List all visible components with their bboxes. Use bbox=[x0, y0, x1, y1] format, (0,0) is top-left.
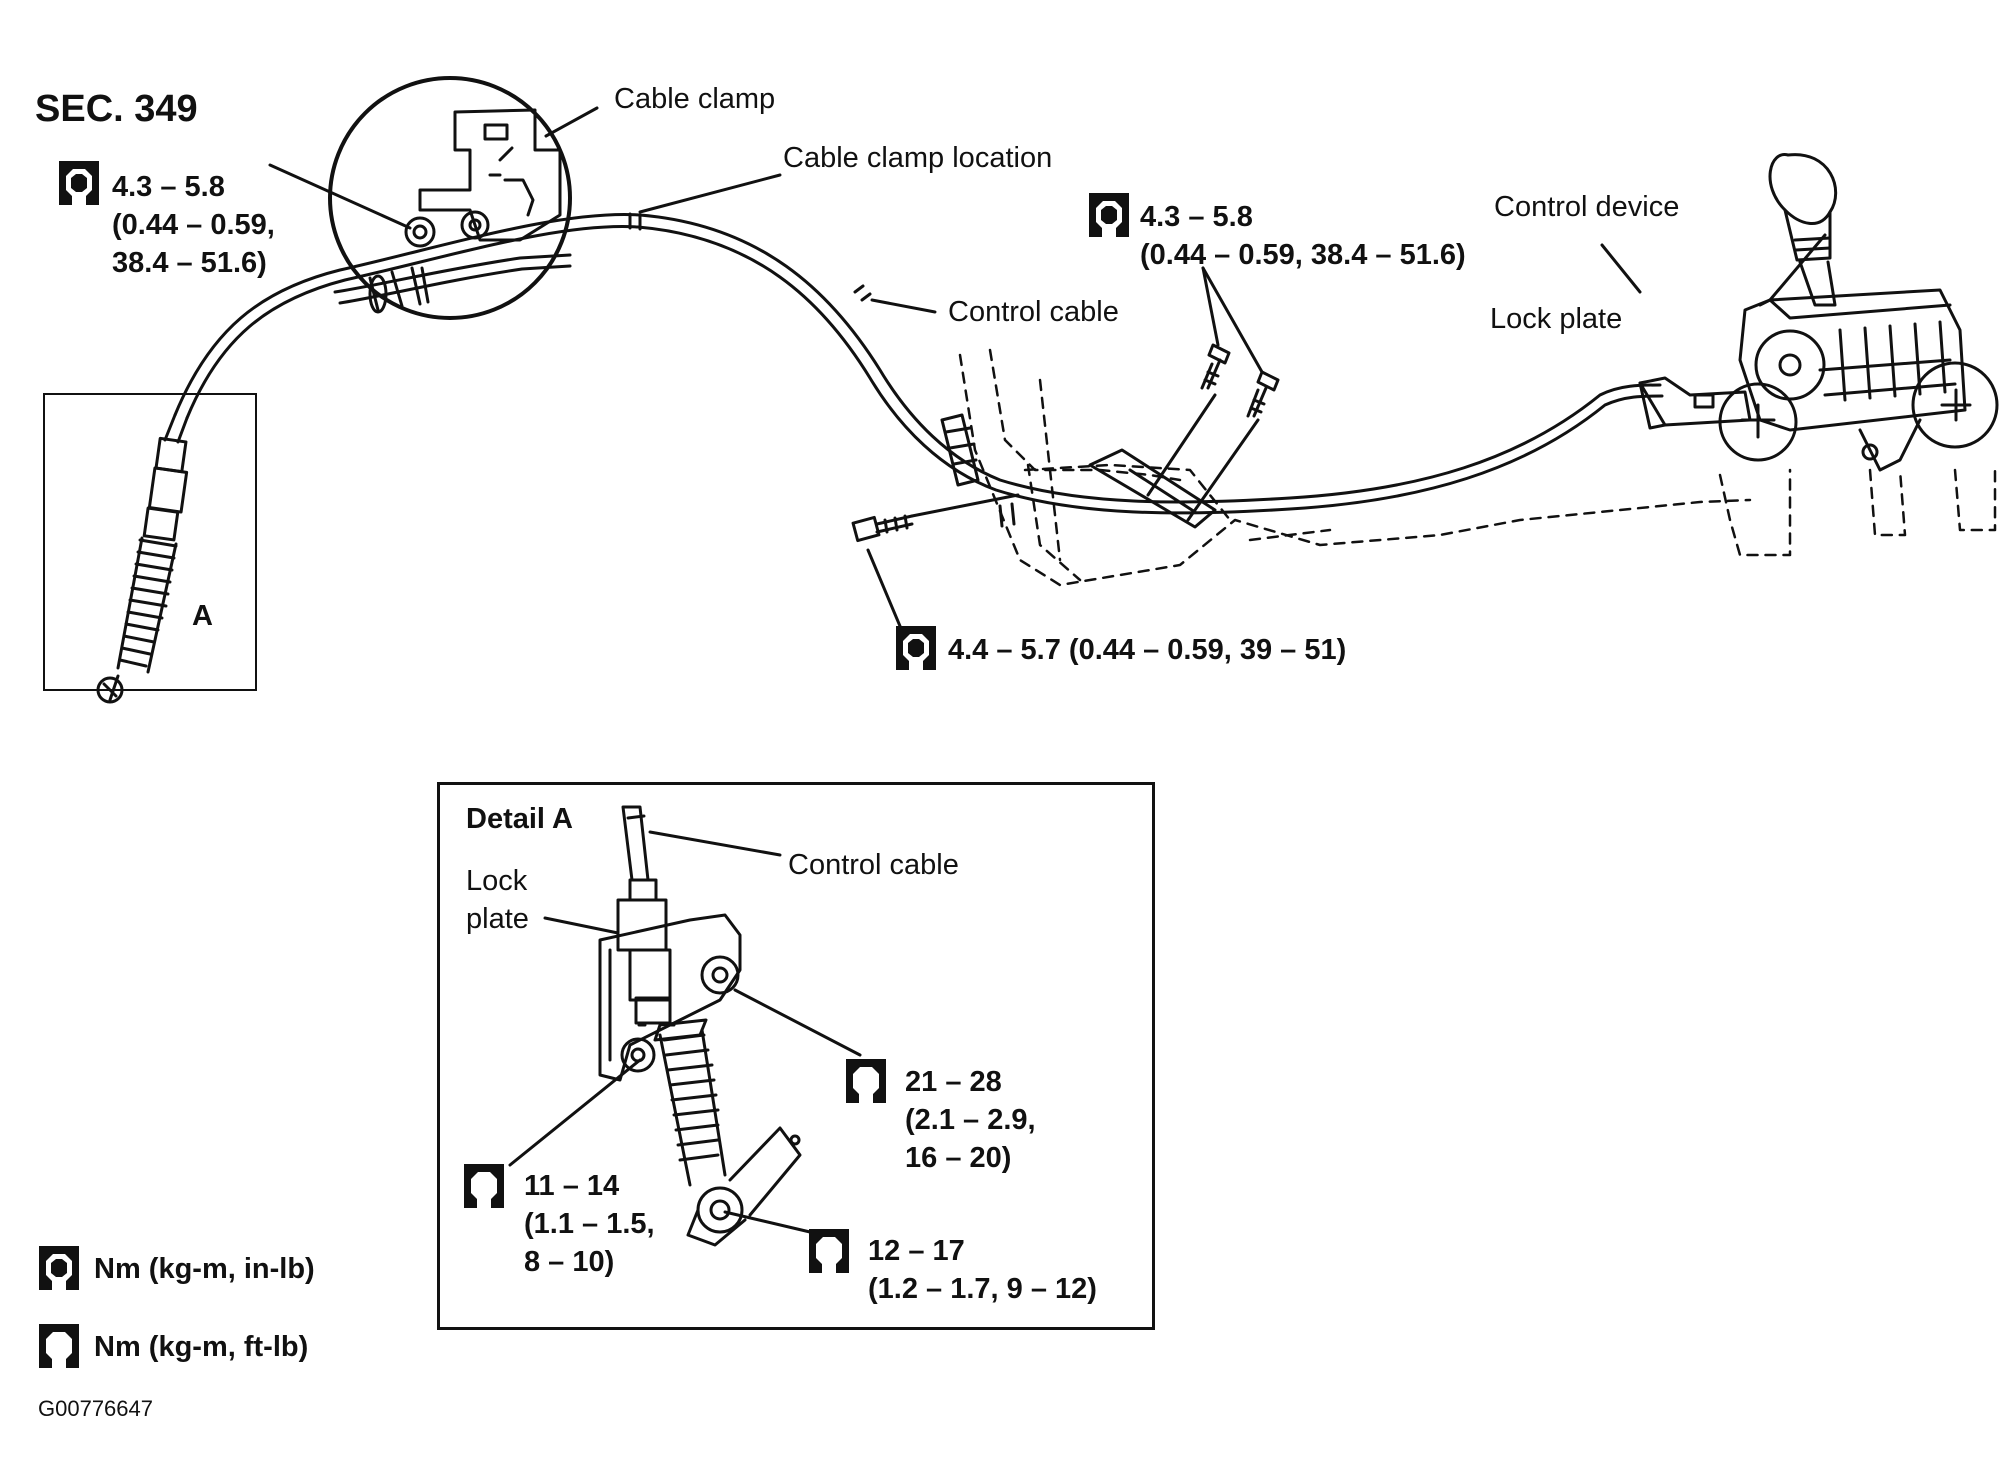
control-device bbox=[1638, 153, 1999, 472]
torque-line: (1.1 – 1.5, bbox=[524, 1208, 655, 1240]
detail-a-control-cable-label: Control cable bbox=[788, 849, 959, 881]
torque-spec-detail-bottom-bolt: 12 – 17 (1.2 – 1.7, 9 – 12) bbox=[868, 1232, 1097, 1308]
torque-spec-lower-bolt: 4.4 – 5.7 (0.44 – 0.59, 39 – 51) bbox=[948, 634, 1347, 666]
torque-line: (2.1 – 2.9, bbox=[905, 1104, 1036, 1136]
torque-wrench-solid-icon bbox=[1088, 192, 1130, 238]
torque-line: (1.2 – 1.7, 9 – 12) bbox=[868, 1273, 1097, 1305]
torque-wrench-solid-icon bbox=[38, 1245, 80, 1291]
view-a-label: A bbox=[192, 600, 213, 632]
cable-clamp-label: Cable clamp bbox=[614, 83, 776, 115]
torque-wrench-open-icon bbox=[38, 1323, 80, 1369]
torque-line: 4.3 – 5.8 bbox=[112, 171, 225, 203]
cable-clamp-location-label: Cable clamp location bbox=[783, 142, 1053, 174]
torque-spec-detail-right-bolt: 21 – 28 (2.1 – 2.9, 16 – 20) bbox=[905, 1063, 1036, 1177]
torque-spec-bracket-bolts: 4.3 – 5.8 (0.44 – 0.59, 38.4 – 51.6) bbox=[1140, 198, 1466, 274]
torque-spec-detail-left-bolt: 11 – 14 (1.1 – 1.5, 8 – 10) bbox=[524, 1167, 655, 1281]
control-device-label: Control device bbox=[1494, 191, 1680, 223]
bolt-upper-left bbox=[1200, 343, 1231, 390]
torque-spec-clamp-bolt: 4.3 – 5.8 (0.44 – 0.59, 38.4 – 51.6) bbox=[112, 168, 275, 282]
view-a-frame bbox=[43, 393, 257, 691]
torque-line: 8 – 10) bbox=[524, 1246, 615, 1278]
lock-plate-line: plate bbox=[466, 903, 529, 935]
torque-wrench-solid-icon bbox=[895, 625, 937, 671]
control-cable-line bbox=[173, 212, 1664, 515]
detail-a-lock-plate-label: Lock plate bbox=[466, 862, 529, 938]
torque-line: 11 – 14 bbox=[524, 1170, 620, 1202]
control-cable-label: Control cable bbox=[948, 296, 1119, 328]
legend-open-label: Nm (kg-m, ft-lb) bbox=[94, 1331, 309, 1363]
figure-code: G00776647 bbox=[38, 1396, 153, 1421]
lock-plate-line: Lock bbox=[466, 865, 528, 897]
detail-a-title: Detail A bbox=[466, 803, 573, 835]
torque-wrench-open-icon bbox=[808, 1228, 850, 1274]
bracket-plate bbox=[1088, 448, 1217, 529]
torque-line: (0.44 – 0.59, 38.4 – 51.6) bbox=[1140, 239, 1466, 271]
torque-wrench-solid-icon bbox=[58, 160, 100, 206]
torque-line: 4.3 – 5.8 bbox=[1140, 201, 1253, 233]
mid-bracket bbox=[958, 348, 1997, 587]
torque-line: 21 – 28 bbox=[905, 1066, 1002, 1098]
torque-line: (0.44 – 0.59, bbox=[112, 209, 275, 241]
detail-a-drawing bbox=[508, 805, 862, 1247]
bolt-upper-right bbox=[1246, 370, 1280, 418]
legend-solid-label: Nm (kg-m, in-lb) bbox=[94, 1253, 315, 1285]
torque-line: 16 – 20) bbox=[905, 1142, 1012, 1174]
cable-clamp-magnifier bbox=[328, 76, 599, 320]
section-number: SEC. 349 bbox=[35, 88, 198, 130]
cable-clip bbox=[940, 413, 1016, 528]
torque-line: 12 – 17 bbox=[868, 1235, 965, 1267]
torque-wrench-open-icon bbox=[845, 1058, 887, 1104]
lock-plate-label: Lock plate bbox=[1490, 303, 1623, 335]
torque-line: 38.4 – 51.6) bbox=[112, 247, 267, 279]
detail-a-frame bbox=[437, 782, 1155, 1330]
torque-wrench-open-icon bbox=[463, 1163, 505, 1209]
bolt-lower bbox=[851, 514, 914, 543]
